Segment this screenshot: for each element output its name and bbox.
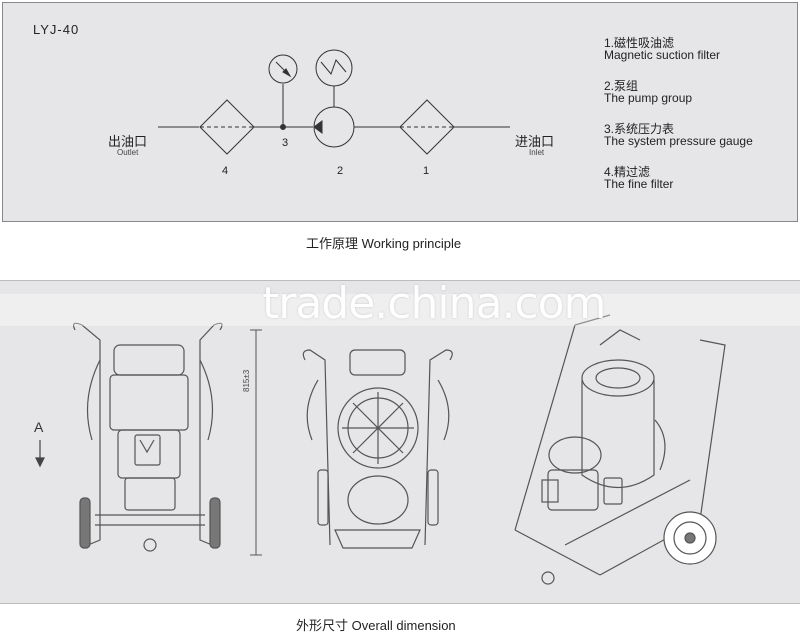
component-number-4: 4 xyxy=(222,165,229,177)
isometric-view-drawing xyxy=(514,314,726,585)
legend-4-en: The fine filter xyxy=(604,177,674,191)
inlet-label-cn: 进油口 xyxy=(515,134,555,149)
watermark-band xyxy=(0,294,800,326)
watermark-text: trade.china.com xyxy=(262,278,606,329)
component-number-3: 3 xyxy=(282,137,289,149)
legend-2-en: The pump group xyxy=(604,91,693,105)
front-view-drawing xyxy=(72,322,223,552)
hydraulic-schematic xyxy=(158,49,510,155)
pressure-gauge-icon xyxy=(268,54,298,84)
caption-overall-dimension: 外形尺寸 Overall dimension xyxy=(296,618,456,633)
side-view-drawing xyxy=(302,349,453,549)
view-arrow-label: A xyxy=(34,419,44,435)
legend-3-en: The system pressure gauge xyxy=(604,134,753,148)
caption-working-principle: 工作原理 Working principle xyxy=(306,236,462,251)
motor-icon xyxy=(315,49,353,87)
inlet-label-en: Inlet xyxy=(529,148,545,157)
dimension-line xyxy=(250,329,262,556)
legend-2-cn: 2.泵组 xyxy=(604,79,639,93)
height-dimension-label: 815±3 xyxy=(242,369,251,392)
component-number-1: 1 xyxy=(423,165,430,177)
legend-1-en: Magnetic suction filter xyxy=(604,48,721,62)
legend-1-cn: 1.磁性吸油滤 xyxy=(604,36,675,50)
model-label: LYJ-40 xyxy=(33,22,80,37)
legend-3-cn: 3.系统压力表 xyxy=(604,122,675,136)
outlet-label-cn: 出油口 xyxy=(108,134,148,149)
view-arrow xyxy=(35,440,45,468)
outlet-label-en: Outlet xyxy=(117,148,139,157)
component-number-2: 2 xyxy=(337,165,344,177)
suction-filter-symbol xyxy=(399,99,455,155)
fine-filter-symbol xyxy=(199,99,255,155)
legend-4-cn: 4.精过滤 xyxy=(604,165,651,179)
working-principle-panel xyxy=(2,2,798,222)
